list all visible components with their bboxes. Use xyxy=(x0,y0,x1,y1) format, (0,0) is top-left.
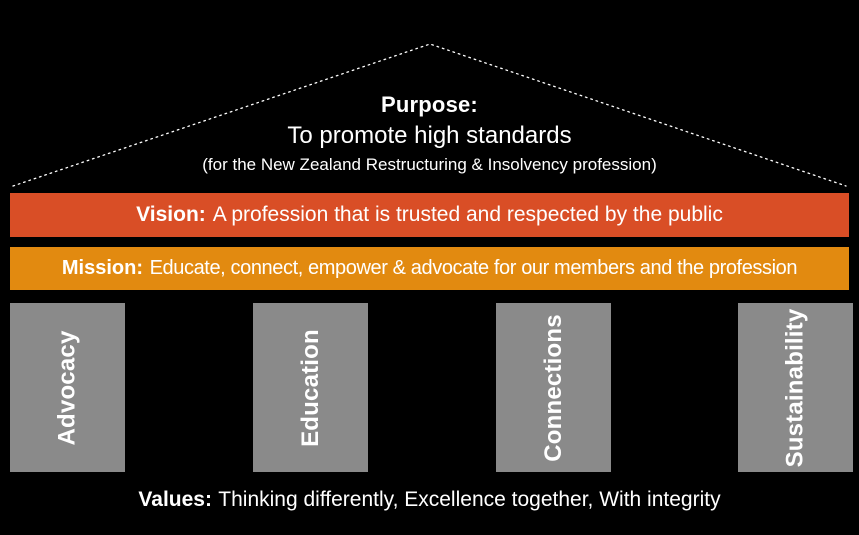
mission-label: Mission: xyxy=(61,257,143,279)
pillar-connections-label: Connections xyxy=(539,313,567,462)
mission-text: Educate, connect, empower & advocate for… xyxy=(149,257,798,279)
vision-label: Vision: xyxy=(136,203,206,226)
pillar-sustainability-label: Sustainability xyxy=(781,308,809,467)
vision-text: A profession that is trusted and respect… xyxy=(212,203,723,226)
mission-bar: Mission: Educate, connect, empower & adv… xyxy=(10,247,849,290)
vision-bar: Vision: A profession that is trusted and… xyxy=(10,193,849,237)
pillar-sustainability: Sustainability xyxy=(738,303,853,472)
purpose-subtitle: (for the New Zealand Restructuring & Ins… xyxy=(202,155,657,174)
pillar-advocacy: Advocacy xyxy=(10,303,125,472)
pillar-education-label: Education xyxy=(296,328,324,447)
pillar-connections: Connections xyxy=(496,303,611,472)
values-line: Values: Thinking differently, Excellence … xyxy=(0,488,859,512)
values-text: Thinking differently, Excellence togethe… xyxy=(218,488,721,511)
purpose-statement: To promote high standards xyxy=(287,122,572,149)
values-label: Values: xyxy=(138,488,212,511)
pillar-advocacy-label: Advocacy xyxy=(53,330,81,445)
pillar-education: Education xyxy=(253,303,368,472)
purpose-label: Purpose: xyxy=(381,92,478,117)
